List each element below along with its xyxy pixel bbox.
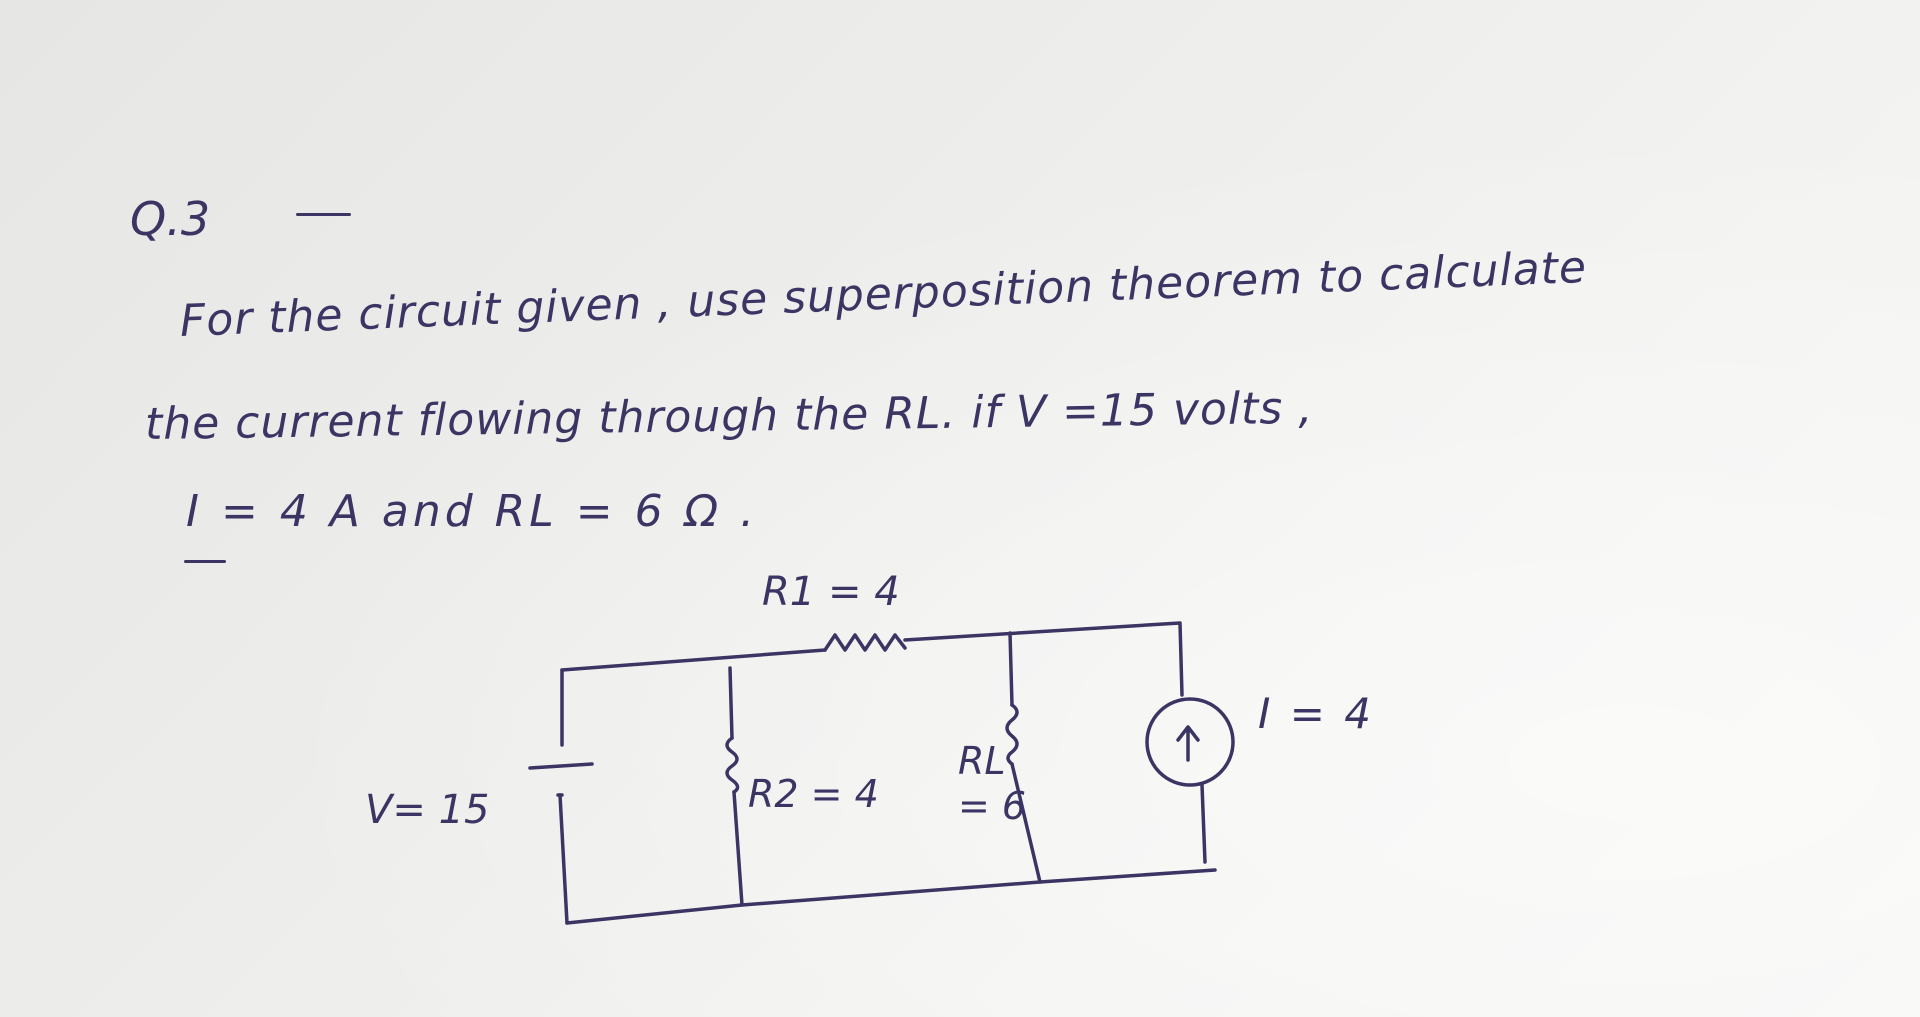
wire-top-right	[903, 621, 1184, 697]
wire-source-bottom	[1200, 783, 1207, 864]
current-symbol-underline	[184, 560, 226, 563]
label-r2: R2 = 4	[748, 772, 879, 816]
label-current-source: I = 4	[1258, 689, 1375, 738]
current-source-circle	[1145, 697, 1235, 787]
label-rl: RL	[958, 739, 1006, 783]
wire-r2-bottom	[732, 790, 744, 907]
wire-rl-bottom	[1010, 762, 1042, 884]
question-text-line-3: I = 4 A and RL = 6 Ω .	[186, 486, 759, 537]
label-r1: R1 = 4	[762, 569, 900, 615]
resistor-r2	[725, 736, 740, 794]
resistor-rl	[1005, 703, 1019, 766]
up-arrow-icon	[1176, 725, 1200, 762]
label-rl-value: = 6	[958, 784, 1027, 828]
wire-top-left	[560, 648, 827, 672]
wire-left-lower	[558, 793, 569, 925]
label-voltage-source: V= 15	[365, 787, 490, 833]
question-dash	[296, 213, 351, 216]
resistor-r1	[823, 633, 907, 652]
wire-r2-top	[728, 666, 734, 740]
wire-rl-top	[1008, 631, 1014, 707]
battery-plate	[528, 762, 594, 770]
question-number: Q.3	[130, 192, 211, 246]
wire-bottom	[565, 868, 1217, 925]
